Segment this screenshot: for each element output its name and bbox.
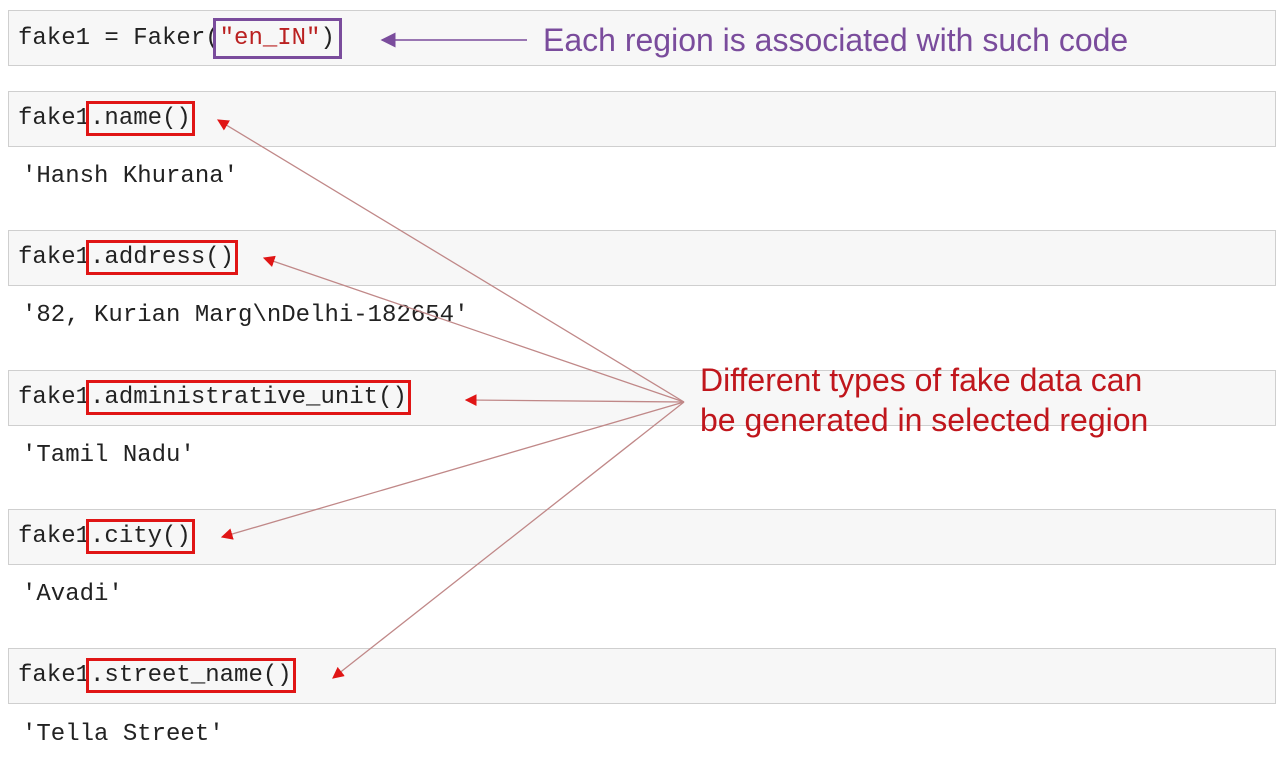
name-code-object: fake1 [18,105,91,132]
setup-code-cell[interactable] [8,10,1276,66]
address-code-cell[interactable] [8,230,1276,286]
street-name-method-highlight: .street_name() [86,658,296,693]
administrative-unit-output: 'Tamil Nadu' [22,442,195,469]
name-method-highlight: .name() [86,101,195,136]
setup-code-suffix: ) [320,25,335,52]
types-note: Different types of fake data can be gene… [700,360,1148,440]
locale-string: "en_IN" [219,25,321,52]
arrow-to-city [220,401,685,540]
types-note-line1: Different types of fake data can [700,362,1143,398]
setup-code-prefix: fake1 = Faker( [18,25,220,52]
address-output: '82, Kurian Marg\nDelhi-182654' [22,302,469,329]
arrow-to-address [262,255,685,403]
arrow-to-administrative-unit [464,394,685,406]
region-note: Each region is associated with such code [543,22,1129,58]
address-method-highlight: .address() [86,240,239,275]
types-note-line2: be generated in selected region [700,402,1149,438]
name-code: fake1.name() [18,101,195,136]
name-output: 'Hansh Khurana' [22,163,239,190]
administrative-unit-code: fake1.administrative_unit() [18,380,411,415]
setup-code: fake1 = Faker("en_IN") [18,18,342,59]
address-code: fake1.address() [18,240,239,275]
city-code: fake1.city() [18,519,195,554]
street-name-code-cell[interactable] [8,648,1276,704]
arrow-to-name [216,119,685,403]
arrow-to-street-name [332,401,685,679]
street-name-code-object: fake1 [18,662,91,689]
city-method-highlight: .city() [86,519,195,554]
city-output: 'Avadi' [22,581,123,608]
street-name-code: fake1.street_name() [18,658,296,693]
locale-code-highlight: "en_IN") [212,18,342,59]
administrative-unit-method-highlight: .administrative_unit() [86,380,411,415]
city-code-object: fake1 [18,523,91,550]
name-code-cell[interactable] [8,91,1276,147]
street-name-output: 'Tella Street' [22,721,224,748]
administrative-unit-code-object: fake1 [18,384,91,411]
city-code-cell[interactable] [8,509,1276,565]
address-code-object: fake1 [18,244,91,271]
administrative-unit-code-cell[interactable] [8,370,1276,426]
